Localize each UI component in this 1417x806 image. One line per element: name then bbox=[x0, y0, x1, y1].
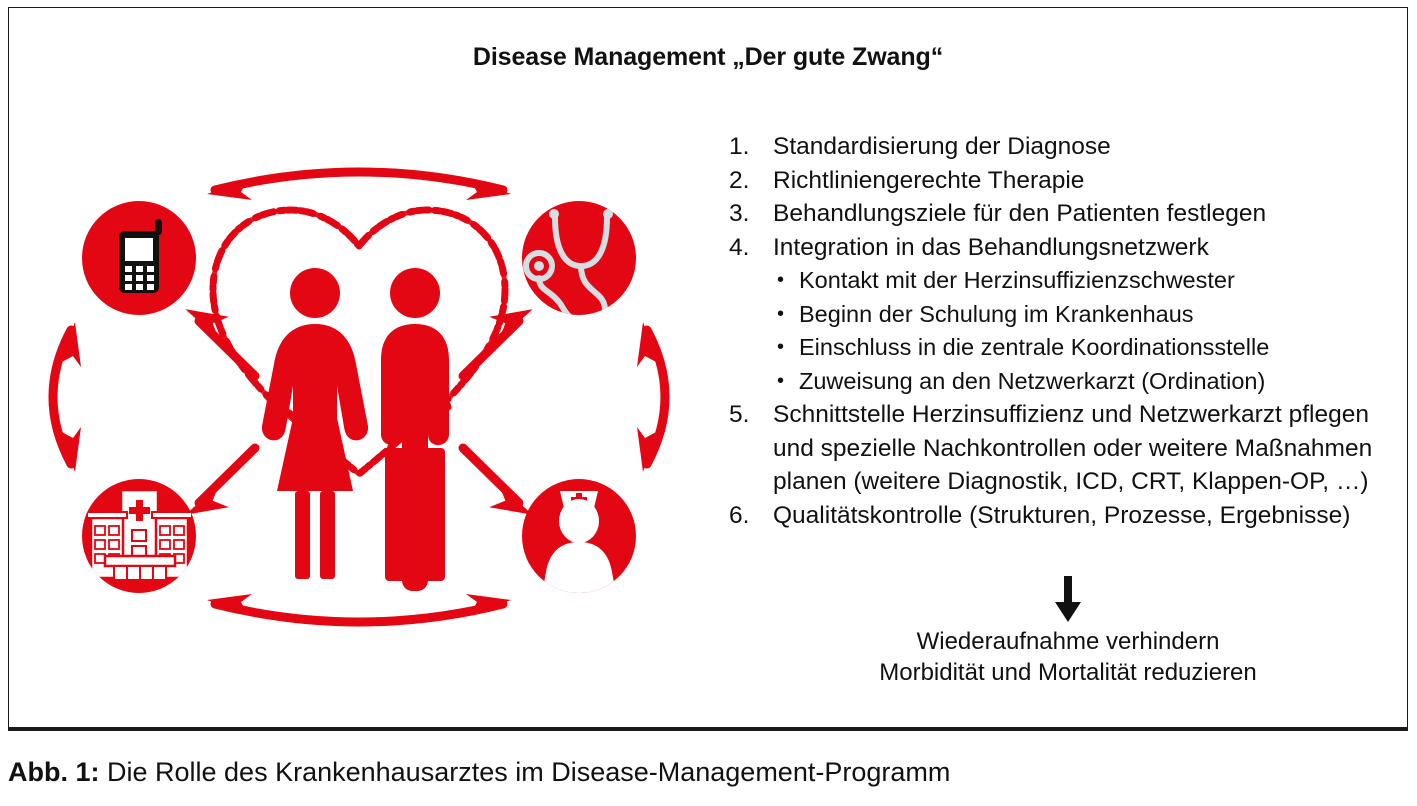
patient-female-icon bbox=[261, 268, 369, 579]
step-text: Integration in das Behandlungsnetzwerk bbox=[773, 233, 1209, 261]
figure-caption: Abb. 1: Die Rolle des Krankenhausarztes … bbox=[8, 757, 1408, 788]
radial-arrow-to-hospital bbox=[185, 443, 260, 515]
sub-list-item: • Einschluss in die zentrale Koordinatio… bbox=[773, 331, 1409, 365]
nurse-icon bbox=[538, 491, 620, 593]
hospital-building-icon bbox=[86, 488, 193, 581]
sub-list-item: • Beginn der Schulung im Krankenhaus bbox=[773, 298, 1409, 332]
step-text: Qualitätskontrolle (Strukturen, Prozesse… bbox=[773, 501, 1351, 529]
cycle-diagram bbox=[19, 118, 699, 698]
step-text: Schnittstelle Herzinsuffizienz und Netzw… bbox=[773, 401, 1373, 495]
step-text: Behandlungsziele für den Patienten festl… bbox=[773, 200, 1267, 227]
node-nurse[interactable] bbox=[522, 479, 636, 664]
sub-list-text: Einschluss in die zentrale Koordinations… bbox=[799, 334, 1270, 360]
connector-hospital-nurse bbox=[207, 594, 511, 627]
step-text: Richtliniengerechte Therapie bbox=[773, 166, 1085, 194]
step-item: 2. Richtliniengerechte Therapie bbox=[727, 164, 1409, 198]
node-mobile[interactable] bbox=[82, 201, 196, 315]
sub-list-item: • Kontakt mit der Herzinsuffizienzschwes… bbox=[773, 264, 1409, 298]
mobile-phone-icon bbox=[119, 219, 162, 293]
connector-stethoscope-nurse bbox=[637, 322, 670, 472]
bullet-icon: • bbox=[777, 269, 785, 291]
steps-list: 1. Standardisierung der Diagnose 2. Rich… bbox=[727, 130, 1409, 532]
bullet-icon: • bbox=[777, 336, 785, 358]
sub-list-text: Zuweisung an den Netzwerkarzt (Ordinatio… bbox=[799, 367, 1266, 394]
bullet-icon: • bbox=[777, 302, 785, 325]
caption-label: Abb. 1: bbox=[8, 757, 100, 787]
step-item: 4. Integration in das Behandlungsnetzwer… bbox=[727, 231, 1409, 399]
step-number: 1. bbox=[729, 133, 750, 160]
step-text: Standardisierung der Diagnose bbox=[773, 133, 1111, 160]
sub-list-text: Kontakt mit der Herzinsuffizienzschweste… bbox=[799, 267, 1235, 293]
stethoscope-icon bbox=[523, 209, 613, 315]
radial-arrow-to-nurse bbox=[458, 443, 533, 515]
cycle-diagram-svg bbox=[48, 167, 670, 664]
step-number: 3. bbox=[729, 200, 750, 227]
step-number: 2. bbox=[729, 166, 750, 194]
bullet-icon: • bbox=[777, 369, 785, 392]
caption-text: Die Rolle des Krankenhausarztes im Disea… bbox=[99, 757, 951, 787]
node-stethoscope-circle bbox=[522, 201, 636, 315]
sub-list-text: Beginn der Schulung im Krankenhaus bbox=[799, 300, 1194, 327]
step-number: 4. bbox=[729, 233, 750, 261]
connector-mobile-stethoscope bbox=[207, 167, 511, 200]
step-number: 5. bbox=[729, 401, 750, 428]
ecg-heart-graphic bbox=[209, 206, 509, 591]
patient-male-icon bbox=[381, 268, 449, 591]
step-item: 6. Qualitätskontrolle (Strukturen, Proze… bbox=[727, 499, 1409, 533]
step-item: 1. Standardisierung der Diagnose bbox=[727, 130, 1409, 164]
conclusion-line-1: Wiederaufnahme verhindern bbox=[916, 628, 1220, 655]
sub-list-item: • Zuweisung an den Netzwerkarzt (Ordinat… bbox=[773, 365, 1409, 399]
conclusion-line-2: Morbidität und Mortalität reduzieren bbox=[879, 659, 1257, 686]
step-sub-list: • Kontakt mit der Herzinsuffizienzschwes… bbox=[773, 264, 1409, 398]
steps-panel: 1. Standardisierung der Diagnose 2. Rich… bbox=[727, 130, 1409, 532]
node-hospital[interactable] bbox=[82, 479, 196, 593]
figure-title: Disease Management „Der gute Zwang“ bbox=[472, 43, 944, 71]
connector-arrows bbox=[48, 167, 670, 627]
node-stethoscope[interactable] bbox=[522, 201, 636, 326]
step-item: 5. Schnittstelle Herzinsuffizienz und Ne… bbox=[727, 398, 1409, 499]
down-arrow-icon bbox=[727, 576, 1409, 626]
conclusion-block: Wiederaufnahme verhindern Morbidität und… bbox=[727, 576, 1409, 688]
connector-mobile-hospital bbox=[48, 322, 81, 472]
figure-frame: Disease Management „Der gute Zwang“ bbox=[8, 7, 1408, 731]
step-number: 6. bbox=[729, 501, 750, 529]
heart-outline-base bbox=[210, 207, 508, 477]
step-item: 3. Behandlungsziele für den Patienten fe… bbox=[727, 197, 1409, 231]
